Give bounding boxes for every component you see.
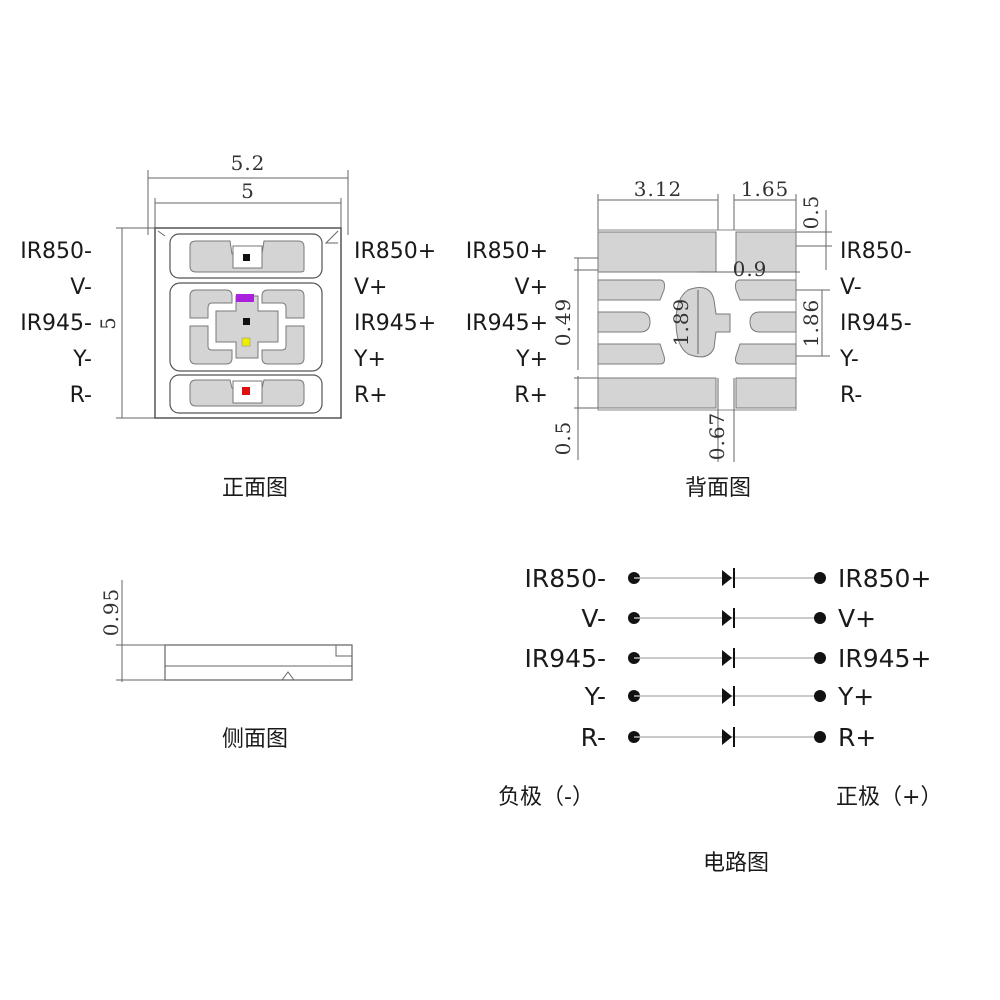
circuit-row: IR945- IR945+ [525, 644, 932, 673]
dim-width: 5 [241, 179, 255, 203]
front-left-label: V- [70, 275, 92, 300]
back-pad-top-left [597, 231, 717, 273]
back-pad-bottom-left [597, 377, 717, 409]
front-right-label: Y+ [353, 347, 386, 372]
circuit-right-label: R+ [838, 723, 876, 752]
back-pad-mr3 [735, 343, 797, 365]
back-pad-mr1 [735, 279, 797, 301]
chip-red [242, 387, 250, 395]
circuit-row: Y- Y+ [584, 682, 875, 711]
polarity-notch [324, 230, 339, 244]
corner-mark [157, 230, 166, 237]
mid-pad-bl [189, 325, 233, 365]
circuit-right-label: Y+ [837, 682, 874, 711]
back-right-label: IR945- [840, 311, 912, 336]
circuit-left-label: Y- [584, 682, 606, 711]
circuit-left-label: IR945- [525, 644, 606, 673]
back-pad-ml1 [597, 279, 665, 301]
diode-icon [722, 729, 732, 745]
dim-bottom-center: 0.67 [705, 412, 729, 461]
diode-icon [722, 570, 732, 586]
chip-ir945 [243, 318, 250, 325]
mid-pad-tr [261, 289, 305, 319]
dim-center: 1.89 [669, 298, 693, 347]
back-pad-top-right [735, 231, 797, 273]
diode-icon [722, 610, 732, 626]
dim-side-height: 0.95 [99, 588, 123, 637]
back-right-label: R- [840, 383, 862, 408]
back-left-label: IR945+ [466, 311, 548, 336]
chip-yellow [241, 337, 251, 347]
back-view-caption: 背面图 [685, 476, 751, 501]
circuit-row: V- V+ [581, 604, 876, 633]
front-right-label: IR945+ [354, 311, 436, 336]
back-pad-ml3 [597, 343, 665, 365]
circuit-left-label: V- [581, 604, 606, 633]
circuit-row: IR850- IR850+ [525, 564, 932, 593]
back-pad-ml2 [597, 311, 651, 333]
circuit-right-label: V+ [838, 604, 876, 633]
terminal-dot [814, 572, 826, 584]
front-right-label: V+ [354, 275, 387, 300]
side-mark [281, 671, 295, 681]
back-pad-center [675, 287, 731, 358]
circuit-right-label: IR945+ [838, 644, 931, 673]
front-left-label: IR850- [20, 239, 92, 264]
back-pad-mr2 [749, 311, 797, 333]
side-view: 0.95 侧面图 [99, 580, 353, 752]
negative-label: 负极（-） [498, 785, 594, 810]
circuit-row: R- R+ [581, 723, 877, 752]
dim-height: 5 [96, 316, 120, 330]
circuit-left-label: R- [581, 723, 606, 752]
back-left-label: Y+ [515, 347, 548, 372]
back-right-label: Y- [839, 347, 859, 372]
dim-right-top: 0.5 [799, 195, 823, 230]
circuit-right-label: IR850+ [838, 564, 931, 593]
back-left-label: V+ [515, 275, 548, 300]
positive-label: 正极（+） [836, 785, 942, 810]
dim-gap: 0.9 [733, 257, 768, 281]
back-pad-bottom-right [735, 377, 797, 409]
front-right-label: IR850+ [354, 239, 436, 264]
diode-icon [722, 688, 732, 704]
mid-pad-tl [189, 289, 233, 319]
mid-pad-br [261, 325, 305, 365]
dim-bottom-left: 0.5 [551, 421, 575, 456]
dim-top-left: 3.12 [634, 177, 683, 201]
front-left-label: IR945- [20, 311, 92, 336]
terminal-dot [814, 652, 826, 664]
side-body [164, 644, 353, 681]
dim-left: 0.49 [551, 298, 575, 347]
circuit-left-label: IR850- [525, 564, 606, 593]
terminal-dot [814, 612, 826, 624]
back-view: 3.12 1.65 0.5 0.9 1.89 [466, 177, 912, 501]
chip-ir850 [243, 254, 250, 261]
dim-top-right: 1.65 [741, 177, 790, 201]
back-right-label: V- [840, 275, 862, 300]
front-view: 5.2 5 5 IR850- [20, 151, 436, 501]
front-left-label: R- [70, 383, 92, 408]
dim-outer-width: 5.2 [231, 151, 266, 175]
circuit-caption: 电路图 [703, 851, 769, 876]
chip-violet [236, 294, 254, 302]
terminal-dot [814, 731, 826, 743]
back-left-label: IR850+ [466, 239, 548, 264]
diode-icon [722, 650, 732, 666]
terminal-dot [814, 690, 826, 702]
back-right-label: IR850- [840, 239, 912, 264]
front-right-label: R+ [354, 383, 388, 408]
front-left-label: Y- [72, 347, 92, 372]
back-left-label: R+ [514, 383, 548, 408]
side-notch [335, 645, 352, 657]
side-view-caption: 侧面图 [222, 727, 288, 752]
dim-right: 1.86 [799, 299, 823, 348]
front-view-caption: 正面图 [222, 476, 288, 501]
circuit-diagram: IR850- IR850+ V- V+ IR945- IR945+ [498, 564, 942, 876]
